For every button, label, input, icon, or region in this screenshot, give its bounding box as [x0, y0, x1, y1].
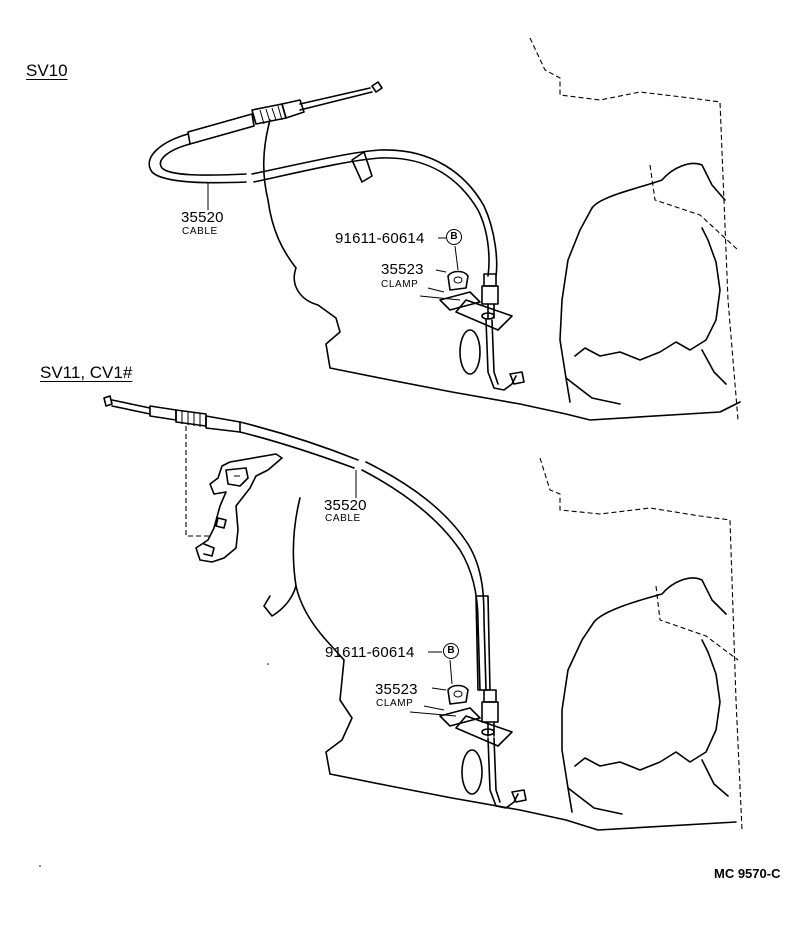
variant-label-sv11-cv1: SV11, CV1# [40, 363, 133, 382]
bolt-badge: B [443, 643, 459, 659]
transmission-outline-bottom [263, 457, 743, 831]
leaders-bottom [355, 470, 457, 717]
clamp-part-number: 35523 [381, 261, 424, 278]
cable-part-number: 35520 [181, 209, 224, 226]
clamp-name: CLAMP [381, 279, 419, 290]
stray-mark [39, 865, 41, 867]
bolt-badge: B [446, 229, 462, 245]
leaders-top [207, 182, 461, 301]
cable-35520-bottom [103, 395, 527, 809]
clamp-35523-bottom [439, 684, 481, 727]
variant-label-sv10: SV10 [26, 61, 68, 80]
cable-part-number: 35520 [324, 497, 367, 514]
figure-code: MC 9570-C [714, 866, 781, 881]
cable-name: CABLE [182, 226, 218, 237]
clamp-35523-top [439, 270, 481, 311]
bolt-part-number: 91611-60614 [325, 644, 415, 661]
bolt-part-number: 91611-60614 [335, 230, 425, 247]
clamp-name: CLAMP [376, 698, 414, 709]
stray-mark [267, 663, 269, 665]
clamp-part-number: 35523 [375, 681, 418, 698]
pedal-bracket [185, 426, 283, 563]
cable-35520-top [148, 81, 525, 391]
cable-name: CABLE [325, 513, 361, 524]
